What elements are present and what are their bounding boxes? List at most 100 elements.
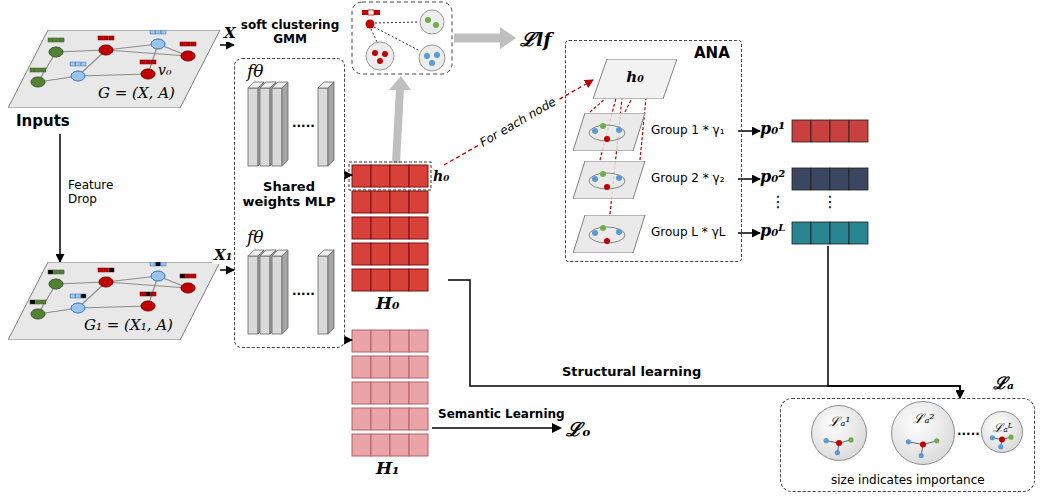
loss-term-figure (934, 438, 939, 443)
feature-matrix (349, 162, 431, 190)
gmm-inset (374, 10, 380, 15)
gmm-inset (371, 29, 377, 42)
gmm-inset (424, 53, 430, 59)
annotation-label: ℒₒ (566, 416, 591, 442)
loss-term-circle: ℒₐ² (891, 401, 955, 465)
target-node-layer: h₀ (593, 59, 677, 99)
loss-term-circle: ℒₐ¹ (811, 405, 867, 461)
layer-plane (151, 292, 156, 296)
layer-plane (76, 294, 81, 298)
gmm-inset (377, 58, 383, 64)
feature-matrix (352, 382, 371, 404)
layer-plane (573, 215, 645, 253)
node-text: p₀ᴸ (760, 221, 785, 240)
feature-matrix (248, 82, 868, 456)
feature-matrix (390, 330, 409, 352)
loss-term-figure (998, 444, 1003, 449)
node-text: h₀ (433, 168, 449, 184)
neighbor-group-layer: Group L * γL (573, 215, 738, 253)
feature-matrix (248, 88, 258, 166)
annotation-label: ⋮ (770, 192, 786, 211)
feature-matrix (352, 269, 371, 291)
layer-plane (593, 59, 677, 99)
node-text: Inputs (16, 112, 70, 130)
node-text: fθ (247, 227, 264, 247)
connector-label: Structural learning (560, 364, 703, 379)
gray-flow-arrow (500, 27, 516, 49)
layer-plane (8, 262, 220, 340)
feature-matrix (371, 382, 390, 404)
layer-plane (604, 184, 610, 190)
feature-matrix (272, 88, 282, 166)
layer-plane (141, 69, 155, 79)
annotation-label: ℒlf (520, 26, 551, 52)
gray-flow-arrow (396, 88, 400, 163)
attention-arrows (625, 98, 632, 112)
feature-matrix (390, 434, 409, 456)
layer-plane (151, 271, 165, 281)
ana-module-box: ANA h₀ Group 1 * γ₁ Group 2 * γ₂ Group L * γ… (565, 40, 742, 262)
feature-matrix (272, 256, 282, 334)
layer-plane (98, 268, 103, 272)
feature-matrix (352, 434, 371, 456)
feature-matrix (409, 217, 428, 239)
feature-matrix (352, 165, 371, 187)
layer-plane (76, 62, 81, 66)
feature-matrix (371, 434, 390, 456)
layer-plane (106, 44, 158, 50)
layer-plane (589, 173, 625, 189)
loss-term-figure (824, 438, 829, 443)
embedding-matrix: H₁ (352, 330, 432, 480)
layer-plane (604, 238, 610, 244)
layer-plane (56, 50, 106, 52)
semantic-arrow (552, 423, 562, 433)
feature-matrix (409, 330, 428, 352)
feature-matrix (849, 120, 868, 142)
feature-matrix (409, 382, 428, 404)
feature-matrix (811, 120, 830, 142)
embedding-matrix: h₀H₀ (352, 165, 448, 315)
layer-plane (186, 42, 191, 46)
layer-plane (181, 283, 195, 293)
layer-plane (106, 282, 188, 288)
flow-connector (220, 44, 234, 46)
node-text: ANA (694, 44, 730, 62)
connector-label: For each node (476, 94, 561, 151)
layer-plane (70, 294, 75, 298)
gmm-inset (352, 2, 452, 74)
feature-matrix (830, 168, 849, 190)
feature-matrix (409, 434, 428, 456)
feature-matrix (352, 217, 371, 239)
layer-plane (191, 42, 196, 46)
alignment-loss-box: ℒₐsize indicates importanceℒₐ¹ℒₐ²ℒₐᴸ (780, 398, 1035, 492)
node-text: Group 1 * γ₁ (651, 123, 725, 137)
feature-matrix (409, 243, 428, 265)
loss-term-figure (920, 442, 926, 448)
layer-plane (573, 113, 645, 151)
layer-plane (150, 262, 155, 266)
gmm-inset (375, 22, 419, 23)
feature-matrix (409, 408, 428, 430)
feature-matrix (409, 269, 428, 291)
layer-plane (161, 262, 166, 266)
node-text: fθ (247, 61, 264, 81)
flow-connector (345, 174, 352, 176)
feature-matrix (371, 243, 390, 265)
gmm-inset (374, 27, 420, 51)
layer-plane (589, 125, 625, 141)
node-text: p₀¹ (760, 119, 785, 138)
attention-arrows (590, 98, 606, 112)
gmm-inset (372, 50, 378, 56)
layer-plane (70, 62, 75, 66)
layer-plane (616, 127, 622, 133)
neighbor-group-layer: Group 2 * γ₂ (573, 161, 738, 199)
gmm-inset (368, 10, 374, 15)
layer-plane (54, 38, 59, 42)
flow-connector (448, 280, 960, 398)
layer-plane (99, 277, 113, 287)
augmented-graph-panel: G₁ = (X₁, A) (8, 262, 220, 342)
layer-plane (48, 38, 53, 42)
layer-plane (78, 74, 148, 76)
gray-flow-arrow (454, 34, 500, 43)
layer-plane (106, 50, 188, 56)
